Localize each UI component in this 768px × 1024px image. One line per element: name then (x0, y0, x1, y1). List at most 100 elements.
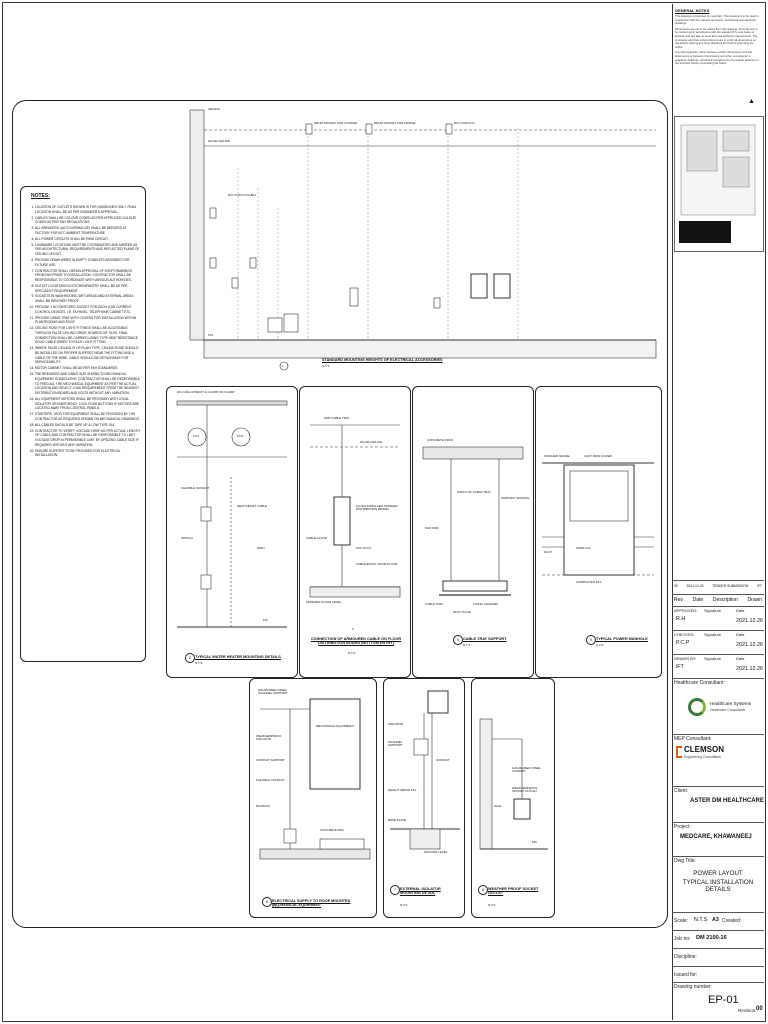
hc-sub: Healthcare Consultants (710, 708, 746, 712)
title-block (672, 4, 765, 1020)
dwg-title-line-2: TYPICAL INSTALLATION DETAILS (682, 879, 754, 893)
dwg-title-label: Dwg Title: (674, 858, 696, 864)
label-ffl: FFL (208, 333, 214, 337)
re-label-5: ROOFING (256, 804, 270, 808)
re-label-1: MECHANICAL EQUIPMENT (316, 724, 355, 728)
checked-date-label: Date (736, 632, 745, 637)
so-label-0: GALVANISED STEEL CONDUIT (512, 766, 541, 774)
detail-6-marker: 6 (262, 897, 272, 907)
rev-header-rev: Rev (674, 597, 683, 603)
rev-row-drawn: iFT (757, 584, 762, 588)
issued-label: Issued for: (674, 972, 698, 978)
mounting-heights-drawing (189, 109, 657, 371)
detail-1-number: 1 (282, 364, 284, 368)
discipline-divider (672, 948, 764, 949)
ac-label-3: CABLE GLAND (306, 536, 328, 540)
mep-sub: Engineering Consultants (684, 755, 721, 759)
drawn-signature-label: Signature (704, 656, 722, 661)
note-item: THE BREAKERS AND CABLE SIZE SHOWN TO MEC… (35, 372, 141, 396)
detail-3-title: CONNECTION OF ARMOURED CABLE ON FLOOR DI… (310, 637, 402, 645)
detail-8-title: WEATHER PROOF SOCKET OUTLET (488, 887, 539, 895)
wh-label-0: DCU 20A CONDUIT & CLAMP ON CLAMP (177, 390, 235, 394)
note-item: CABLES SHALL BE COLOUR CODED AS PER APPR… (35, 216, 141, 225)
drawn-divider (672, 654, 764, 655)
ac-label-6: FINISHED FLOOR LEVEL (306, 600, 342, 604)
ct-label-5: FIXING CHANNEL (473, 602, 499, 606)
label-dcu-fcu: DCU FOR FCU (454, 121, 475, 125)
rev-header-date: Date (692, 597, 704, 603)
wh-label-2: FCU (193, 434, 200, 438)
detail-3-scale: N.T.S (348, 651, 356, 655)
iso-label-5: GROUND LEVEL (424, 850, 448, 854)
detail-5-title: TYPICAL POWER MANHOLE (596, 637, 648, 641)
rev-row-desc: TENDER SUBMISSION (712, 584, 749, 588)
checked-date: 2021.12.26 (736, 642, 763, 648)
detail-3-number: 3 (352, 627, 354, 631)
so-label-1: WEATHERPROOF SOCKET OUTLET (512, 786, 538, 794)
checked-signature-label: Signature (704, 632, 722, 637)
approved-label: APPROVED: (674, 608, 698, 613)
ct-label-6: SLOT PLATE (453, 610, 471, 614)
mh-label-4: COMPACTED FILL (576, 580, 602, 584)
drawing-number-value: EP-01 (708, 994, 739, 1006)
socket-drawing (479, 718, 548, 850)
scale-label: Scale: (674, 918, 688, 924)
ac-label-2: FLUSH INSTALLED FINISHED DISTRIBUTION BO… (356, 504, 398, 512)
mep-divider (672, 734, 764, 735)
approvals-divider (672, 606, 764, 607)
note-item: CONTRACTOR SHALL OBTAIN APPROVAL OF SHOP… (35, 269, 141, 283)
general-notes-p1: This drawing is protected by copyright. … (675, 14, 759, 26)
note-item: PROVIDE CABLE TRAY WITH COVERS FOR INSTA… (35, 316, 141, 325)
detail-8-scale: N.T.S (488, 903, 496, 907)
approved-date: 2021.12.26 (736, 618, 763, 624)
detail-mounting-heights: CEILING FALSE CEILING FFL DRUM SOCKET FO… (188, 107, 658, 378)
hc-name: Healthcare Systems (710, 701, 752, 706)
detail-7-marker: 7 (390, 885, 400, 895)
detail-5-marker: 5 (586, 635, 596, 645)
detail-1-title: STANDARD MOUNTING HEIGHTS OF ELECTRICAL … (322, 358, 443, 362)
drawn-block: DRAWN BY: Signature Date iFT 2021.12.26 (674, 656, 763, 676)
note-item: LOCATION OF OUTLETS SHOWN IS FOR GUIDELI… (35, 205, 141, 214)
checked-block: CHECKED: Signature Date P.C.P 2021.12.26 (674, 632, 763, 652)
panel-cable-tray: CONCRETE ROOF M10 ROD WIDTH OF CABLE TRA… (412, 386, 534, 678)
drawn-label: DRAWN BY: (674, 656, 697, 661)
scale-value: N.T.S (694, 917, 708, 923)
re-label-0: GALVANISED STEEL CHANNEL SUPPORT (258, 688, 288, 696)
healthcare-consultant-label: Healthcare Consultant: (674, 680, 725, 686)
approved-block: APPROVED: Signature Date R.H 2021.12.26 (674, 608, 763, 628)
ac-label-4: PVC DUCT (356, 546, 372, 550)
drawing-area (12, 100, 668, 928)
manhole-drawing (542, 462, 654, 576)
isolator-drawing (390, 690, 460, 850)
ac-label-0: GRP CABLE TRAY (324, 416, 350, 420)
general-notes-p3: Any discrepancies, either between writte… (675, 50, 759, 66)
wh-label-3: FCU (237, 434, 244, 438)
panel-armoured-cable: GRP CABLE TRAY FALSE CEILING FLUSH INSTA… (299, 386, 411, 678)
approved-value: R.H (676, 616, 686, 622)
revision-value: 00 (756, 1006, 763, 1012)
note-item: CONTRACTOR TO VERIFY VOLTAGE DROP AS PER… (35, 429, 141, 448)
job-divider (672, 930, 764, 931)
project-divider (672, 822, 764, 823)
rev-header-desc: Description (712, 597, 738, 603)
mh-label-0: FINISHED GRADE (544, 454, 570, 458)
detail-4-scale: N.T.S (463, 643, 471, 647)
note-item: PROVIDE DRAW WIRES IN EMPTY CONDUITS ASS… (35, 258, 141, 267)
note-item: CEILING ROSE FOR LIGHT FITTINGS SHALL BE… (35, 326, 141, 345)
mh-label-1: CAST IRON COVER (584, 454, 612, 458)
rev-row: 00 2021.12.26 TENDER SUBMISSION iFT (674, 584, 762, 588)
panel-isolator: ISOLATOR CHANNEL SUPPORT CONDUIT HEIGHT … (383, 678, 465, 918)
note-item: PROVIDE 1 NO SWITCHED SOCKET FOR EACH LO… (35, 305, 141, 314)
ac-label-5: CABLE ENTRY FROM FLOOR (356, 562, 398, 566)
detail-5-scale: N.T.S (596, 643, 604, 647)
note-item: SOCKETS IN WASHROOMS, WET AREAS AND EXTE… (35, 294, 141, 303)
dwg-number-divider (672, 982, 764, 983)
project-value: MEDCARE, KHAWANEEJ (680, 834, 752, 840)
so-label-3: FFL (532, 840, 538, 844)
detail-7-title: EXTERNAL ISOLATOR MOUNTING DETAIL (400, 887, 441, 895)
job-value: DM 2100-16 (696, 935, 727, 941)
notes-title: NOTES: (31, 193, 50, 199)
detail-1-scale: N.T.S (322, 364, 330, 368)
rev-divider (672, 580, 764, 581)
